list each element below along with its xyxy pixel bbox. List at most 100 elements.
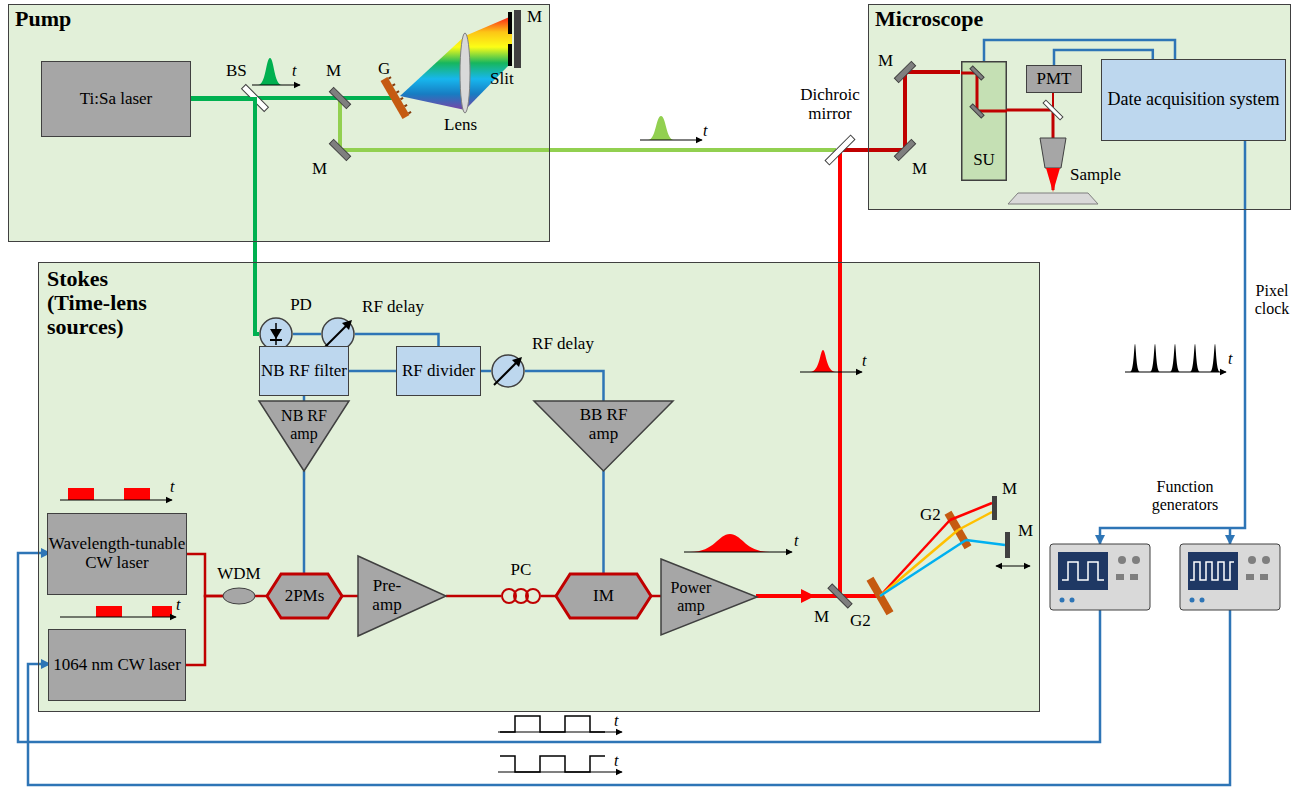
grating — [381, 75, 413, 119]
pmt-box: PMT — [1026, 65, 1082, 93]
gate-waveform — [498, 731, 622, 732]
node-label: WDM — [217, 565, 260, 584]
scan-unit-outline — [970, 66, 984, 80]
photodiode-outline — [270, 329, 282, 339]
scan-unit-outline — [961, 73, 1007, 111]
laser-modulation — [60, 616, 176, 617]
beam-splitter — [1043, 100, 1063, 120]
pump-beam — [190, 98, 836, 150]
rf-delay-outline — [491, 354, 525, 388]
polarization-controller: PC — [501, 586, 541, 606]
pulse-icon — [640, 139, 702, 140]
objective — [1040, 138, 1066, 168]
pulse-icon — [800, 371, 862, 372]
dispersed-beams — [966, 540, 1005, 545]
panel-ground — [868, 4, 1291, 210]
polarization-controller-outline — [501, 586, 541, 606]
dispersed-beams — [958, 512, 992, 530]
fiber-amplifier-outline — [661, 559, 757, 635]
rf-amplifier-outline — [534, 401, 673, 471]
polarization-controller-outline — [526, 589, 540, 603]
text-area: SU — [961, 145, 1007, 175]
laser-modulation — [152, 606, 172, 617]
part-label: M — [527, 8, 542, 27]
grating — [388, 77, 411, 113]
gate-waveform — [498, 771, 622, 772]
pulse-icon — [684, 350, 862, 552]
rf-delay: RF delay — [491, 354, 525, 388]
daq-box: Date acquisition system — [1101, 59, 1286, 141]
text-area: IM — [556, 574, 651, 618]
node-label: NB RF filter — [261, 362, 347, 381]
gate-waveform — [500, 716, 605, 732]
slit — [508, 12, 512, 66]
function-generator — [1190, 562, 1234, 580]
spectral-fan — [400, 16, 512, 110]
clock-wire — [1100, 140, 1245, 544]
connector — [303, 471, 306, 574]
node-label: BB RF amp — [564, 406, 643, 443]
connector — [602, 471, 605, 574]
mirror — [894, 139, 915, 160]
pulse-icon — [258, 58, 282, 85]
mirror — [996, 565, 1030, 566]
panel-title: Pump — [15, 7, 71, 31]
part-label: Lens — [444, 116, 477, 135]
fiber-amplifier-outline — [661, 559, 757, 635]
time-axis-label: t — [176, 596, 180, 614]
dichroic-mirror — [825, 135, 855, 165]
time-axis-label: t — [614, 752, 618, 770]
objective — [1040, 138, 1066, 192]
text-area: Ti:Sa laser — [42, 62, 190, 136]
rf-divider: RF divider — [396, 346, 481, 396]
part-label: Slit — [490, 70, 514, 89]
pulse-icon — [810, 350, 836, 372]
laser-modulation — [124, 488, 150, 500]
scan-unit: SU — [961, 61, 1007, 181]
function-generator — [1118, 556, 1126, 564]
part-label: M — [814, 608, 829, 627]
part-label: Dichroic mirror — [794, 86, 866, 123]
function-generator — [1180, 544, 1280, 610]
intensity-modulator-outline — [556, 574, 651, 618]
text-area: Stokes (Time-lens sources) — [47, 267, 169, 351]
node-label: Ti:Sa laser — [80, 90, 153, 109]
node-label: SU — [973, 151, 995, 170]
stokes-panel: PD RF delay RF divider NB RF filter RF delay… — [38, 262, 1040, 712]
function-generator — [1050, 544, 1280, 610]
text-area: PMT — [1027, 66, 1081, 92]
text-area: RF delay — [521, 334, 605, 354]
connector — [342, 595, 358, 598]
mirror — [1005, 532, 1010, 558]
rf-delay-outline — [512, 357, 522, 367]
rf-amplifier: NB RF amp — [259, 401, 349, 471]
mirror — [828, 584, 852, 608]
text-area: Pre-amp — [361, 574, 413, 618]
text-area: WDM — [209, 564, 269, 584]
pulse-icon — [252, 58, 702, 140]
sample-slide — [1008, 193, 1098, 204]
laser-box: Wavelength-tunable CW laser — [47, 513, 187, 595]
pump-beam — [340, 98, 836, 150]
connector — [541, 595, 556, 598]
function-generator — [1132, 556, 1140, 564]
part-label: M — [1002, 480, 1017, 499]
time-axis-label: t — [1228, 350, 1232, 368]
wdm-coupler-outline — [223, 588, 255, 604]
part-label: G2 — [920, 506, 941, 525]
clock-wire — [18, 140, 1245, 785]
panel-title: Stokes (Time-lens sources) — [47, 267, 169, 340]
stokes-beam — [838, 150, 842, 596]
gate-waveform — [498, 716, 622, 772]
text-area: 1064 nm CW laser — [49, 630, 185, 700]
text-area: PD — [281, 295, 321, 315]
connector — [293, 333, 321, 336]
laser-box: Ti:Sa laser — [41, 61, 191, 137]
function-generator — [1260, 574, 1268, 580]
rf-filter: NB RF filter — [259, 346, 349, 396]
dichroic-mirror — [825, 135, 855, 165]
fiber-amplifier: Power amp — [661, 559, 757, 635]
function-generator — [1262, 556, 1270, 564]
wdm-coupler: WDM — [223, 588, 255, 604]
part-label: G2 — [850, 612, 871, 631]
